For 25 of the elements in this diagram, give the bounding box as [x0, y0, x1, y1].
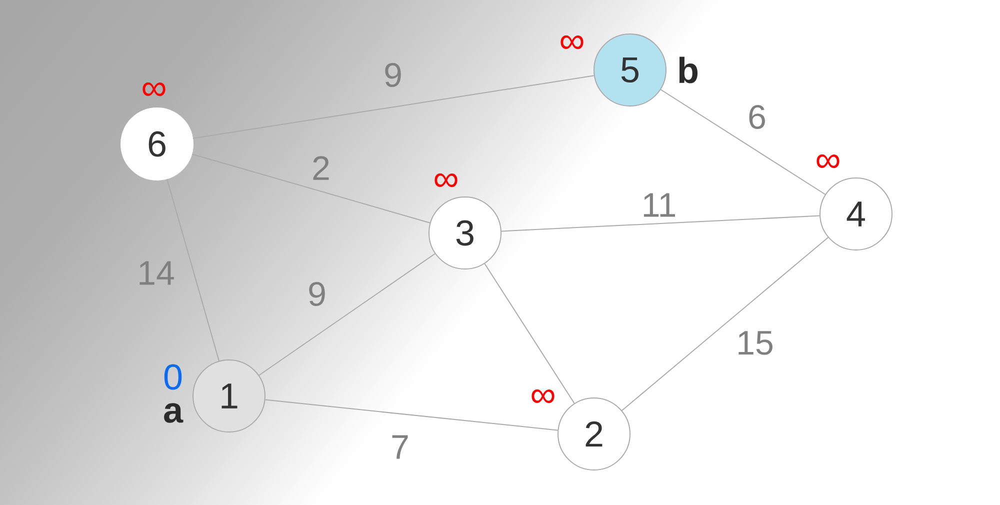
edge-weight: 7	[392, 435, 408, 459]
edge-weight: 9	[309, 282, 325, 306]
edge-line	[264, 399, 558, 431]
edge-line	[258, 253, 436, 376]
distance-label: ∞	[816, 154, 840, 168]
edge-weight: 14	[140, 261, 174, 285]
distance-label: ∞	[142, 82, 166, 96]
edge-line	[500, 215, 820, 232]
distance-label: 0	[164, 364, 182, 390]
edge-line	[621, 236, 829, 412]
edge-weight: 9	[385, 62, 401, 88]
edge-weight: 11	[644, 193, 675, 217]
edge-line	[166, 178, 220, 362]
edge-line	[484, 263, 575, 404]
distance-label: ∞	[532, 389, 554, 404]
edge-line	[660, 89, 826, 195]
edge-weight: 15	[738, 331, 772, 355]
distance-label: ∞	[560, 35, 584, 50]
vertex-name: b	[679, 56, 698, 84]
edge-weight: 2	[313, 156, 329, 180]
distance-label: ∞	[434, 173, 458, 188]
edge-line	[192, 154, 430, 224]
edge-weight: 6	[749, 104, 765, 130]
vertex-name: a	[164, 403, 184, 423]
edge-line	[192, 75, 594, 139]
